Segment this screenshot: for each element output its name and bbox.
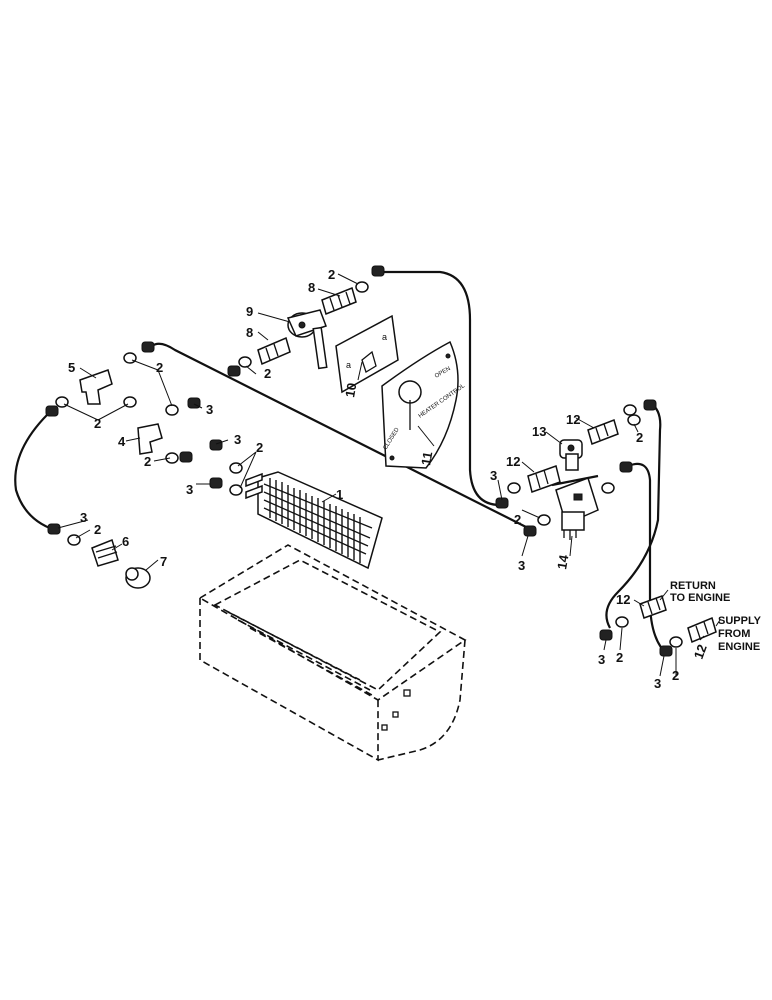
mounting-gasket: a a	[335, 314, 399, 394]
callout-2: 2	[636, 430, 643, 445]
callout-1: 1	[336, 487, 343, 502]
hose-right-return	[605, 402, 662, 629]
hose-ends	[45, 265, 673, 657]
callout-2: 2	[616, 650, 623, 665]
drain-cap	[125, 567, 151, 589]
return-note-line1: RETURN	[670, 580, 716, 592]
shutoff-valve	[286, 309, 328, 370]
callout-3: 3	[80, 510, 87, 525]
callout-3: 3	[654, 676, 661, 691]
callout-4: 4	[118, 434, 126, 449]
callout-12: 12	[691, 642, 710, 661]
elbow-fitting	[137, 423, 163, 455]
hose-top-loop	[378, 270, 501, 507]
hose-nipples	[257, 286, 717, 644]
flow-notes: RETURN TO ENGINE SUPPLY FROM ENGINE	[670, 580, 762, 653]
supply-note-line2: FROM	[718, 628, 750, 640]
callout-3: 3	[598, 652, 605, 667]
return-note-line2: TO ENGINE	[670, 592, 730, 604]
callout-3: 3	[186, 482, 193, 497]
callout-3: 3	[234, 432, 241, 447]
tee-fitting-left	[79, 369, 113, 405]
callout-8: 8	[308, 280, 315, 295]
callout-numbers: 1 2 2 2 2 2 2 2 2 2 2 2 3 3 3 3 3 3 3 3 …	[68, 267, 710, 691]
heater-control-plate: CLOSED HEATER CONTROL OPEN	[381, 340, 467, 469]
hose-valve-link	[551, 474, 599, 487]
callout-2: 2	[672, 668, 679, 683]
supply-note-line3: ENGINE	[718, 641, 760, 653]
leader-lines	[57, 273, 721, 677]
hose-clamps	[55, 281, 683, 648]
callout-2: 2	[94, 522, 101, 537]
callout-13: 13	[532, 424, 546, 439]
callout-3: 3	[490, 468, 497, 483]
supply-note-line1: SUPPLY	[718, 615, 762, 627]
water-valve	[555, 477, 599, 540]
callout-2: 2	[514, 512, 521, 527]
callout-10: 10	[342, 382, 359, 399]
callout-8: 8	[246, 325, 253, 340]
callout-3: 3	[518, 558, 525, 573]
callout-12: 12	[616, 592, 630, 607]
tee-fitting	[559, 439, 583, 471]
callout-2: 2	[264, 366, 271, 381]
callout-5: 5	[68, 360, 75, 375]
callout-2: 2	[256, 440, 263, 455]
callout-2: 2	[156, 360, 163, 375]
hose-right-supply	[627, 462, 669, 656]
svg-text:a: a	[346, 360, 351, 370]
callout-14: 14	[554, 553, 571, 571]
drain-cock	[91, 538, 119, 567]
callout-7: 7	[160, 554, 167, 569]
hose-left-loop	[14, 409, 56, 532]
callout-3: 3	[206, 402, 213, 417]
callout-9: 9	[246, 304, 253, 319]
callout-6: 6	[122, 534, 129, 549]
callout-2: 2	[94, 416, 101, 431]
callout-12: 12	[506, 454, 520, 469]
callout-12: 12	[566, 412, 580, 427]
callout-2: 2	[328, 267, 335, 282]
callout-11: 11	[418, 450, 435, 466]
heater-housing-box	[198, 544, 467, 762]
callout-2: 2	[144, 454, 151, 469]
svg-text:a: a	[382, 332, 387, 342]
heater-core	[245, 471, 383, 570]
